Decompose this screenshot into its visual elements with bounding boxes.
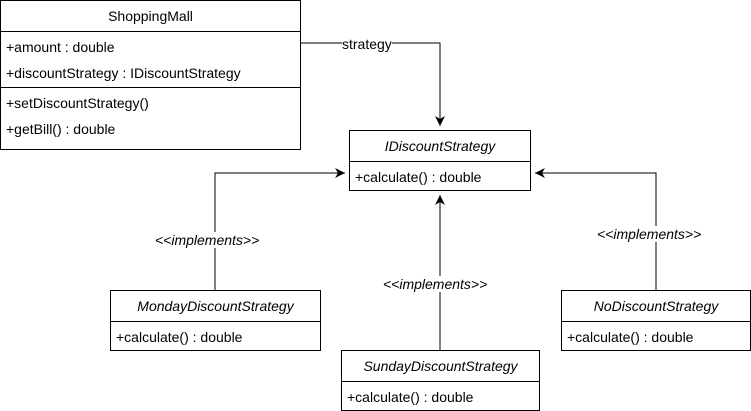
method-item: +calculate() : double: [567, 329, 694, 345]
method-item: +calculate() : double: [116, 329, 243, 345]
class-name: MondayDiscountStrategy: [137, 298, 294, 314]
class-name: SundayDiscountStrategy: [363, 358, 518, 374]
attribute-item: +amount : double: [6, 39, 115, 55]
sunday-discount-strategy-class[interactable]: SundayDiscountStrategy +calculate() : do…: [341, 350, 540, 411]
methods-section: +calculate() : double: [111, 321, 320, 350]
method-item: +setDiscountStrategy(): [6, 95, 149, 111]
class-name: ShoppingMall: [108, 8, 193, 24]
method-item: +calculate() : double: [355, 169, 482, 185]
class-name: NoDiscountStrategy: [593, 298, 719, 314]
attribute-item: +discountStrategy : IDiscountStrategy: [6, 65, 241, 81]
implements-label-nodiscount: <<implements>>: [597, 226, 702, 242]
method-item: +calculate() : double: [347, 389, 474, 405]
monday-discount-strategy-class[interactable]: MondayDiscountStrategy +calculate() : do…: [110, 290, 321, 351]
implements-label-sunday: <<implements>>: [383, 276, 488, 292]
idiscount-strategy-interface[interactable]: IDiscountStrategy +calculate() : double: [349, 130, 531, 191]
strategy-association-label: strategy: [342, 36, 392, 52]
attributes-section: +amount : double +discountStrategy : IDi…: [1, 31, 300, 87]
implements-line-nodiscount: [535, 168, 657, 290]
association-line-strategy: [301, 42, 445, 126]
no-discount-strategy-class[interactable]: NoDiscountStrategy +calculate() : double: [561, 290, 751, 351]
methods-section: +calculate() : double: [350, 161, 530, 190]
class-name: IDiscountStrategy: [384, 138, 496, 154]
shopping-mall-class[interactable]: ShoppingMall +amount : double +discountS…: [0, 0, 301, 150]
method-item: +getBill() : double: [6, 121, 116, 137]
implements-line-monday: [214, 168, 345, 290]
methods-section: +setDiscountStrategy() +getBill() : doub…: [1, 87, 300, 142]
methods-section: +calculate() : double: [342, 381, 539, 410]
methods-section: +calculate() : double: [562, 321, 750, 350]
implements-label-monday: <<implements>>: [155, 232, 260, 248]
